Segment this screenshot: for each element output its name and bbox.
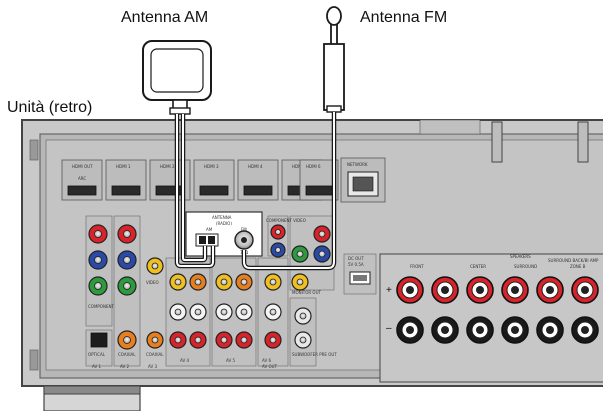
subwoofer-label: SUBWOOFER PRE OUT	[292, 352, 337, 357]
hdmi-2-label: HDMI 2	[160, 164, 175, 169]
av-out-label: AV OUT	[262, 364, 278, 369]
hdmi-1-label: HDMI 1	[116, 164, 131, 169]
zone-b-label: ZONE B	[570, 264, 586, 269]
arc-label: ARC	[78, 176, 86, 181]
radio-label: (RADIO)	[216, 221, 232, 226]
surround-back-label: SURROUND BACK/BI AMP	[548, 258, 599, 263]
av3-label: AV 3	[148, 364, 157, 369]
plus-label: +	[386, 285, 392, 296]
av2-label: AV 2	[120, 364, 129, 369]
hdmi-4-label: HDMI 4	[248, 164, 263, 169]
monitor-out: MONITOR OUT	[290, 216, 334, 295]
optical-label: OPTICAL	[88, 352, 106, 357]
front-label: FRONT	[410, 264, 424, 269]
antenna-label: ANTENNA	[212, 215, 232, 220]
fm-antenna	[324, 7, 344, 112]
hdmi-6-label: HDMI 6	[306, 164, 321, 169]
surround-label: SURROUND	[514, 264, 537, 269]
coaxial-label-av3: COAXIAL	[146, 352, 164, 357]
am-label: AM	[206, 227, 213, 232]
coaxial-label-av2: COAXIAL	[118, 352, 136, 357]
av6-label: AV 6	[262, 358, 271, 363]
av4-block: AV 4	[166, 258, 210, 366]
av5-label: AV 5	[226, 358, 235, 363]
center-label: CENTER	[470, 264, 486, 269]
av6-block: AV 6	[258, 258, 288, 366]
dc-out-label: DC OUT	[348, 256, 364, 261]
av4-label: AV 4	[180, 358, 189, 363]
video-label: VIDEO	[146, 280, 159, 285]
hdmi-input-1[interactable]: HDMI 1	[106, 160, 146, 200]
am-antenna	[143, 41, 211, 114]
network-port[interactable]: NETWORK	[341, 158, 385, 202]
dc-out-port[interactable]: DC OUT 5V 0.5A	[344, 254, 376, 294]
speakers-label: SPEAKERS	[510, 254, 531, 259]
av5-block: AV 5	[212, 258, 256, 366]
hdmi-input-4[interactable]: HDMI 4	[238, 160, 278, 200]
hdmi-out-label: HDMI OUT	[72, 164, 93, 169]
hdmi-input-3[interactable]: HDMI 3	[194, 160, 234, 200]
network-label: NETWORK	[347, 162, 368, 167]
hdmi-out-port[interactable]: HDMI OUT ARC	[62, 160, 102, 200]
monitor-out-label: MONITOR OUT	[292, 290, 321, 295]
dc-spec-label: 5V 0.5A	[348, 262, 364, 267]
antenna-terminal[interactable]: ANTENNA (RADIO) AM FM 75Ω	[186, 212, 262, 256]
optical-input[interactable]: OPTICAL AV 1	[86, 330, 112, 369]
minus-label: –	[386, 323, 392, 334]
speaker-terminals: SPEAKERS FRONT CENTER SURROUND SURROUND …	[380, 254, 603, 382]
hdmi-3-label: HDMI 3	[204, 164, 219, 169]
av2-column: COAXIAL AV 2	[114, 216, 140, 369]
av1-label: AV 1	[92, 364, 101, 369]
component-video-label-mid: COMPONENT VIDEO	[266, 218, 306, 223]
